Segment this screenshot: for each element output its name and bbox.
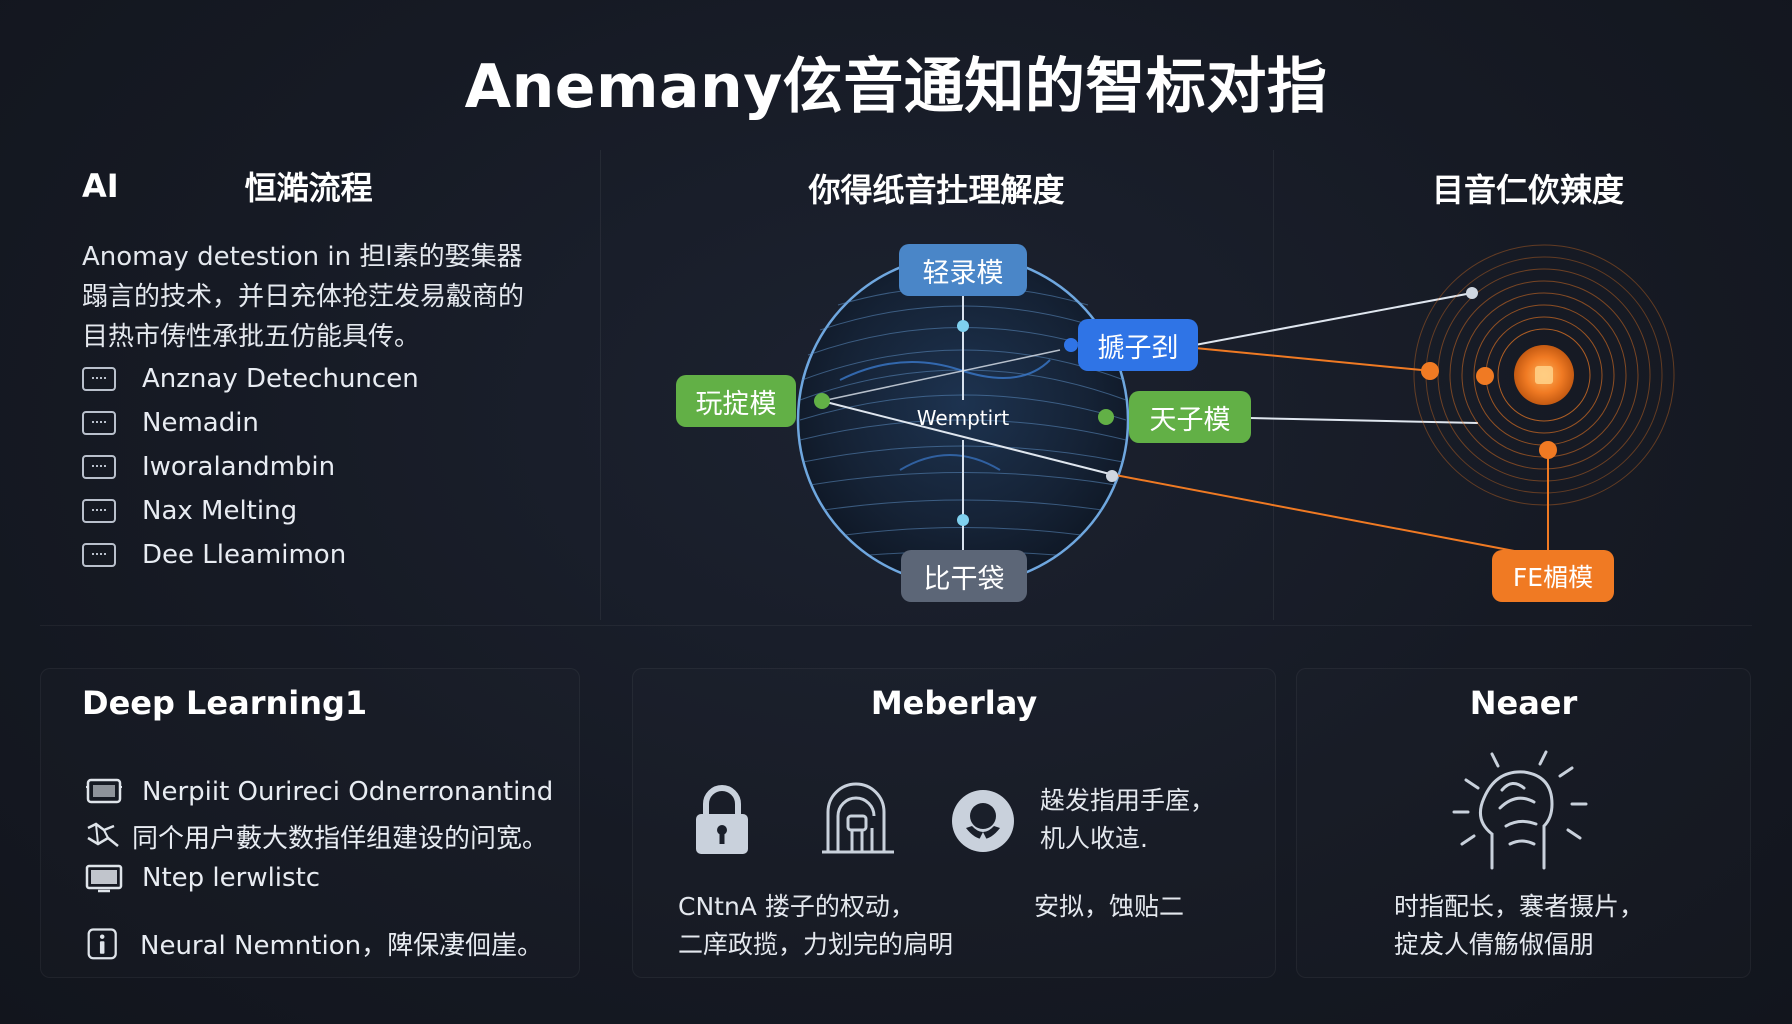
method-list: Anznay Detechuncen Nemadin Iworalandmbin… [82,357,524,577]
deep-learning-panel [40,668,580,978]
list-item: Dee Lleamimon [82,533,524,577]
list-item: Iworalandmbin [82,445,524,489]
memory-bottom-right-text: 安拟，蚀贴二 [1034,892,1185,921]
dl-row: Ntep lerwlistc [84,861,320,895]
node-top[interactable]: 轻录模 [899,244,1027,296]
dl-row: Neural Nemntion，陴保凄佪崖。 [86,924,543,962]
chip-head-icon [822,782,894,854]
section-title-process: 恒澔流程 [244,169,373,207]
description: Anomay detestion in 担l素的娶集器 蹋言的技术，并日充体抢茳… [82,237,524,357]
screen-icon [85,864,123,893]
memory-side-line: 趓发指用手庢， [1040,786,1216,815]
near-panel [1296,668,1751,978]
dl-row: Nerpiit Ourireci Odnerronantind [84,775,553,809]
desc-line: 目热市俦性承批五仿能具传。 [82,322,421,352]
divider [600,150,601,620]
list-item-label: Nax Melting [142,496,298,526]
section-title-center: 你得纸音扗理解度 [808,171,1065,209]
section-title-right: 目音仁佽辣度 [1431,171,1624,209]
dl-row: 同个用户藪大数指佯组建设的问宽。 [82,818,548,855]
thinking-head-icon [1452,750,1588,870]
sphere-center-label: Wemptirt [916,406,1010,430]
card-icon [82,499,116,523]
divider [1273,150,1274,620]
divider [40,625,1752,626]
memory-bottom-text: CNtnA 搂子的权动， 二庠政揽，力划完的扃明 [678,888,953,964]
radar-icon [1413,244,1675,552]
globe-icon [796,253,1130,587]
list-item-label: Iworalandmbin [142,452,336,482]
desc-line: 蹋言的技术，并日充体抢茳发易觳商的 [82,282,525,312]
desc-line: Anomay detestion in 担l素的娶集器 [82,242,523,272]
memory-side-line: 机人收迼. [1040,824,1148,853]
list-item-label: Dee Lleamimon [142,540,347,570]
memory-bottom-line: CNtnA 搂子的权动， [678,892,915,921]
memory-panel [632,668,1276,978]
ai-process-panel: AI 恒澔流程 Anomay detestion in 担l素的娶集器 蹋言的技… [82,165,524,577]
node-left[interactable]: 玩掟模 [676,375,796,427]
lock-icon [696,785,748,854]
card-icon [82,455,116,479]
node-bottom[interactable]: 比干袋 [901,550,1027,602]
shield-user-icon [952,790,1014,852]
section-title-near: Neaer [1469,684,1578,722]
list-item-label: Nemadin [142,408,259,438]
dl-row-label: Neural Nemntion，陴保凄佪崖。 [140,930,544,961]
node-right[interactable]: 天子模 [1129,391,1251,443]
section-title-ai: AI [82,167,119,205]
section-title-memory: Meberlay [870,684,1038,722]
page-title: Anemany伭音通知的智标对指 [464,52,1328,122]
dl-row-label: Ntep lerwlistc [142,863,321,893]
memory-bottom-line: 二庠政揽，力划完的扃明 [678,930,954,959]
node-right-top[interactable]: 搋子刭 [1078,319,1198,371]
monitor-icon [86,778,122,804]
card-icon [82,411,116,435]
near-line: 时指配长，褰者摄片， [1394,892,1645,921]
list-item: Anznay Detechuncen [82,357,524,401]
list-item: Nax Melting [82,489,524,533]
list-item-label: Anznay Detechuncen [142,364,419,394]
card-icon [82,367,116,391]
card-icon [82,543,116,567]
list-item: Nemadin [82,401,524,445]
info-icon [87,928,117,960]
node-fe[interactable]: FE楣模 [1492,550,1614,602]
network-icon [87,822,119,847]
dl-row-label: 同个用户藪大数指佯组建设的问宽。 [132,824,549,854]
dl-row-label: Nerpiit Ourireci Odnerronantind [142,777,554,807]
near-text: 时指配长，褰者摄片， 掟犮人倩觞俶偪朋 [1394,888,1644,964]
section-title-deep-learning: Deep Learning1 [82,684,368,722]
memory-side-text: 趓发指用手庢， 机人收迼. [1040,782,1215,858]
near-line: 掟犮人倩觞俶偪朋 [1394,930,1595,959]
